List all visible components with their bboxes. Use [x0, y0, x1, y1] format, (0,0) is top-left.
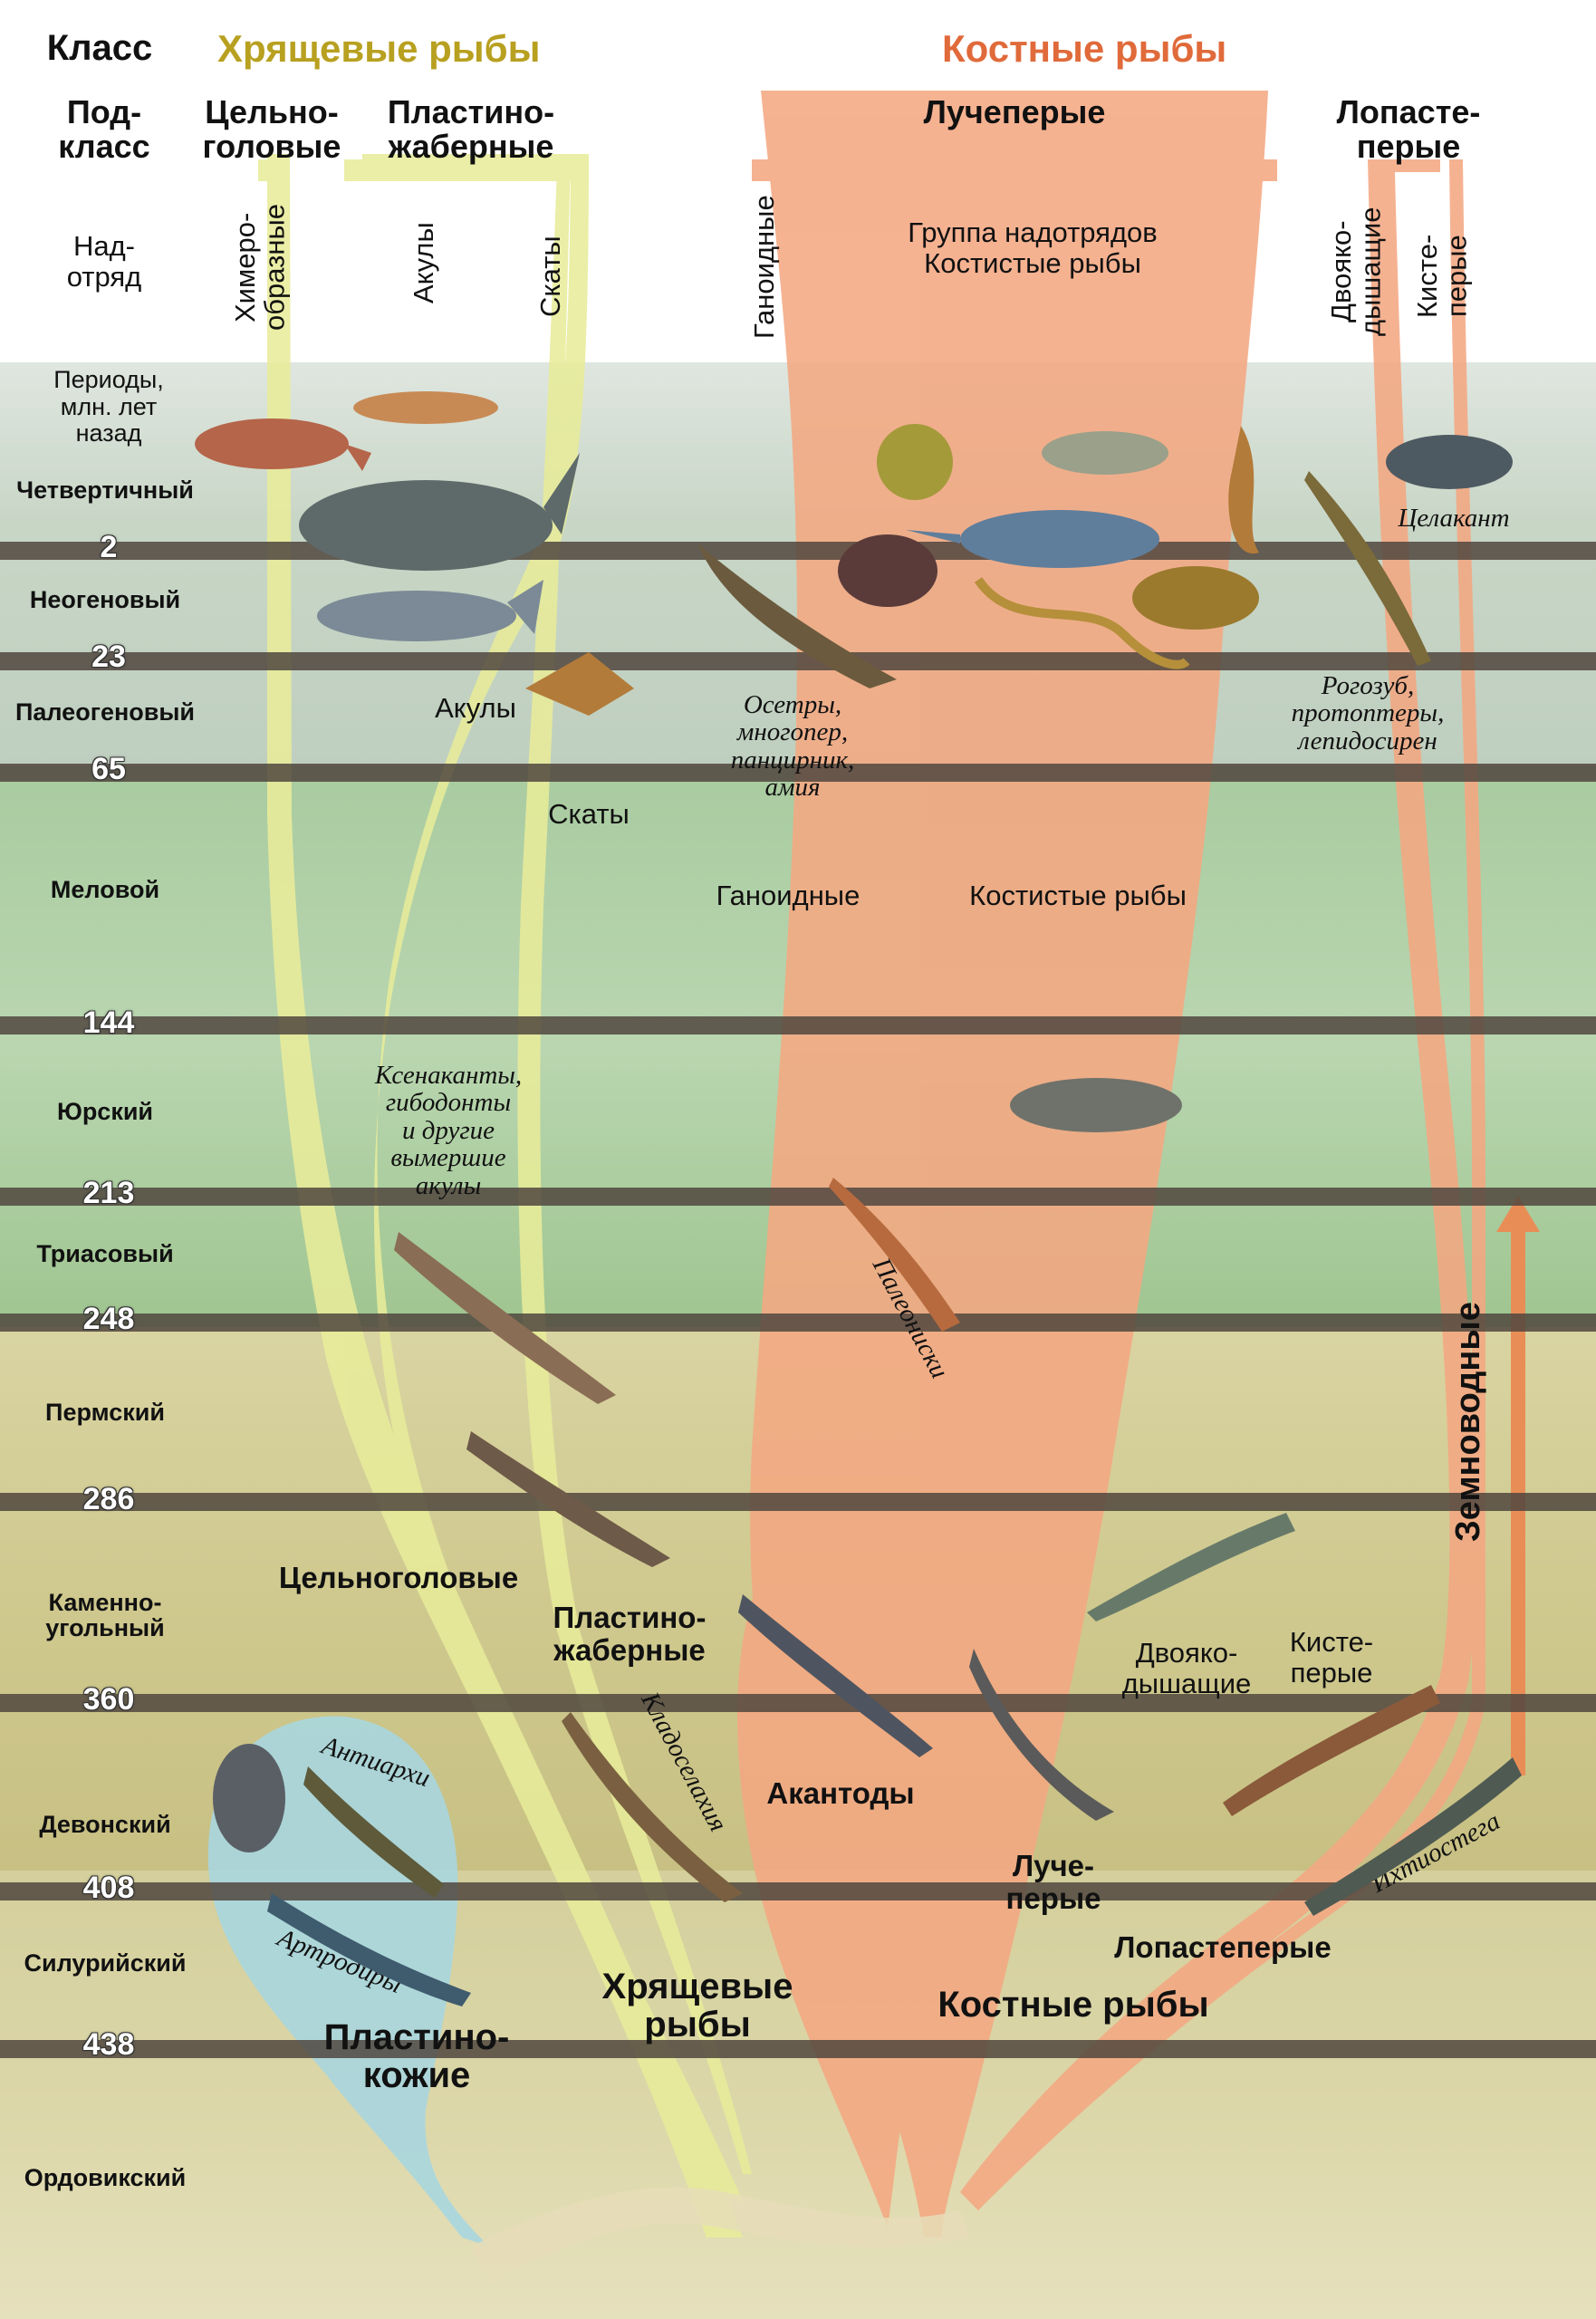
periods-header: Периоды, млн. лет назад [53, 366, 164, 447]
period-permian: Пермский [45, 1399, 165, 1426]
actinopterygii-low-label: Луче- перые [1005, 1849, 1101, 1915]
sarcopterygii-subclass: Лопасте- перые [1336, 93, 1481, 165]
bony-low-label: Костные рыбы [937, 1985, 1209, 2025]
placodermi-branch [207, 1716, 489, 2247]
sharks-superorder: Акулы [408, 222, 439, 303]
period-silurian: Силурийский [24, 1949, 187, 1977]
mya-360: 360 [82, 1682, 135, 1717]
sturgeons-label: Осетры, многопер, панцирник, амия [730, 690, 855, 803]
holocephali-subclass: Цельно- головые [202, 93, 341, 165]
mya-2: 2 [100, 530, 118, 564]
amphibians-arrow [1496, 1196, 1540, 1775]
ganoids-superorder: Ганоидные [748, 195, 780, 340]
sarcopterygii-low-label: Лопастеперые [1114, 1930, 1332, 1964]
crossopterygii-superorder: Кисте- перые [1411, 234, 1473, 319]
mya-65: 65 [91, 752, 126, 786]
rays-mid-label: Скаты [548, 798, 630, 830]
coelacanth-label: Целакант [1398, 504, 1510, 533]
holocephali-header-bar [258, 159, 283, 181]
holocephali-low-label: Цельноголовые [278, 1561, 519, 1594]
period-jurassic: Юрский [56, 1098, 154, 1125]
period-carboniferous: Каменно- угольный [45, 1589, 165, 1642]
mya-286: 286 [82, 1482, 135, 1516]
extinct-sharks-label: Ксенаканты, гибодонты и другие вымершие … [374, 1061, 523, 1200]
chimaeriformes-superorder: Химеро- образные [229, 204, 291, 331]
mya-248: 248 [82, 1302, 135, 1336]
cartilaginous-header-bar [344, 159, 589, 181]
mya-213: 213 [82, 1176, 135, 1210]
period-triassic: Триасовый [36, 1240, 174, 1267]
cartilaginous-low-label: Хрящевые рыбы [601, 1967, 793, 2045]
period-ordovician: Ордовикский [24, 2164, 187, 2191]
actinopterygii-subclass: Лучеперые [923, 93, 1106, 130]
rays-superorder: Скаты [534, 236, 566, 317]
cartilaginous-class-title: Хрящевые рыбы [217, 27, 541, 70]
mya-23: 23 [91, 640, 126, 674]
period-cretaceous: Меловой [50, 876, 160, 903]
period-quaternary: Четвертичный [16, 476, 194, 504]
period-neogene: Неогеновый [29, 586, 181, 613]
elasmobranchii-subclass: Пластино- жаберные [387, 93, 555, 165]
actinopterygii-header-bar [752, 159, 1277, 181]
lungfish-species-label: Рогозуб, протоптеры, лепидосирен [1291, 671, 1445, 755]
period-devonian: Девонский [39, 1811, 171, 1838]
placodermi-label: Пластино- кожие [323, 2017, 510, 2095]
subclass-label: Под- класс [58, 93, 150, 165]
superorder-label: Над- отряд [66, 230, 142, 293]
lungfish-low-label: Двояко- дышащие [1121, 1637, 1252, 1700]
class-label: Класс [46, 28, 153, 68]
mya-408: 408 [82, 1871, 135, 1905]
amphibians-label: Земноводные [1449, 1302, 1487, 1543]
root-branch [471, 2187, 969, 2283]
sharks-mid-label: Акулы [435, 692, 516, 724]
lungfish-superorder: Двояко- дышащие [1325, 207, 1387, 337]
crossopterygii-low-label: Кисте- перые [1289, 1626, 1374, 1689]
bony-class-title: Костные рыбы [942, 27, 1227, 70]
elasmobranchii-low-label: Пластино- жаберные [553, 1601, 707, 1667]
period-paleogene: Палеогеновый [14, 698, 196, 726]
mya-438: 438 [82, 2027, 135, 2062]
ganoids-mid-label: Ганоидные [716, 880, 860, 911]
teleosts-mid-label: Костистые рыбы [969, 880, 1187, 911]
mya-144: 144 [82, 1006, 135, 1040]
teleosts-superorder-group: Группа надотрядов Костистые рыбы [908, 217, 1158, 280]
acanthodii-label: Акантоды [766, 1776, 915, 1810]
